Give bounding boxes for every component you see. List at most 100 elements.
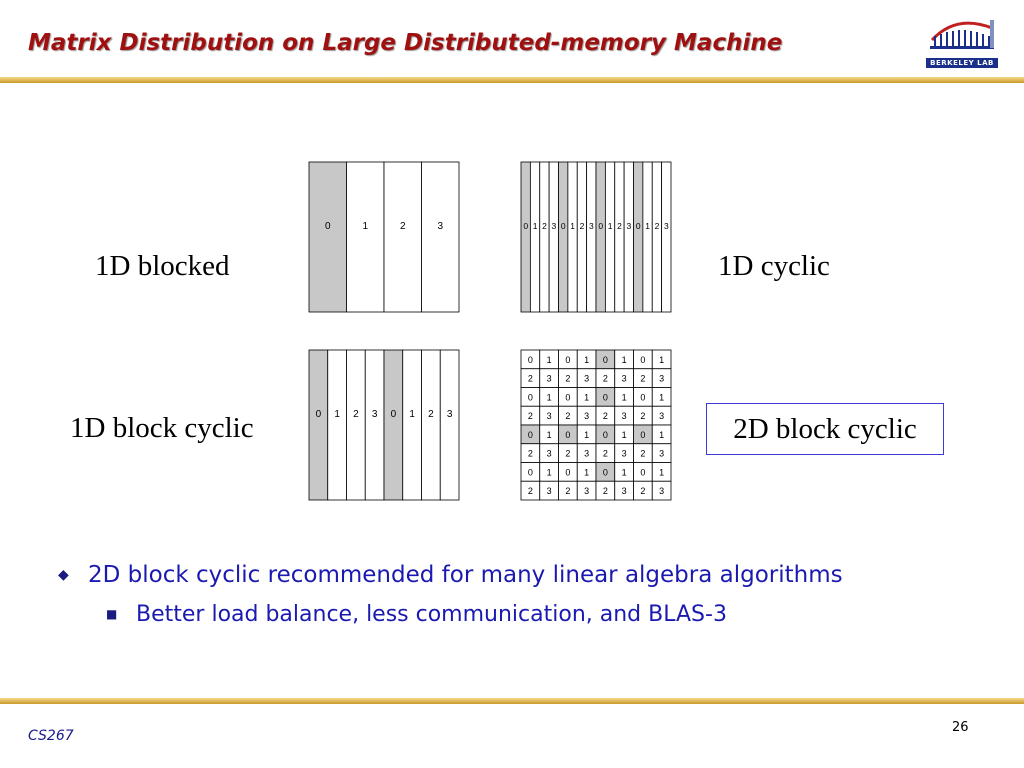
- grid-cell-label: 1: [547, 467, 552, 477]
- cyclic-column-label: 0: [523, 221, 528, 231]
- cyclic-column: [651, 161, 663, 313]
- cyclic-column: [586, 161, 597, 313]
- label-2d-block-cyclic: 2D block cyclic: [706, 403, 944, 455]
- cyclic-column: [623, 161, 634, 313]
- grid-cell-label: 1: [547, 392, 552, 402]
- block-cyclic-column-label: 0: [316, 409, 322, 420]
- bullet-item: ◆2D block cyclic recommended for many li…: [58, 562, 843, 588]
- cyclic-column-label: 1: [645, 221, 650, 231]
- grid-cell-label: 2: [565, 374, 570, 384]
- grid-cell-label: 3: [584, 374, 589, 384]
- cyclic-column-label: 1: [570, 221, 575, 231]
- grid-cell-label: 1: [622, 355, 627, 365]
- block-cyclic-column-label: 3: [372, 409, 378, 420]
- block-cyclic-column: [402, 349, 422, 501]
- grid-cell-label: 0: [565, 355, 570, 365]
- cyclic-column-label: 3: [664, 221, 669, 231]
- cyclic-column: [633, 161, 644, 313]
- cyclic-column-label: 3: [589, 221, 594, 231]
- grid-cell-label: 2: [603, 374, 608, 384]
- grid-cell-label: 0: [640, 392, 645, 402]
- grid-cell-label: 2: [603, 411, 608, 421]
- cyclic-column-label: 0: [636, 221, 641, 231]
- grid-cell-label: 2: [565, 486, 570, 496]
- grid-cell-label: 0: [640, 355, 645, 365]
- grid-cell-label: 3: [547, 449, 552, 459]
- grid-cell-label: 0: [603, 355, 608, 365]
- footer-course: CS267: [28, 728, 74, 744]
- cyclic-column: [567, 161, 578, 313]
- grid-cell-label: 1: [659, 355, 664, 365]
- grid-cell-label: 3: [622, 374, 627, 384]
- cyclic-column: [520, 161, 531, 313]
- grid-cell: [651, 480, 672, 501]
- grid-cell-label: 1: [584, 467, 589, 477]
- grid-cell-label: 1: [659, 430, 664, 440]
- grid-cell-label: 3: [622, 486, 627, 496]
- cyclic-column: [558, 161, 569, 313]
- cyclic-column: [595, 161, 606, 313]
- blocked-column: [346, 161, 385, 313]
- page-number: 26: [952, 720, 969, 735]
- blocked-column-label: 1: [362, 221, 368, 232]
- block-cyclic-column-label: 2: [353, 409, 359, 420]
- grid-cell-label: 0: [528, 467, 533, 477]
- grid-cell-label: 1: [547, 430, 552, 440]
- blocked-column: [383, 161, 422, 313]
- block-cyclic-column-label: 2: [428, 409, 434, 420]
- block-cyclic-column: [421, 349, 441, 501]
- grid-cell-label: 2: [528, 449, 533, 459]
- sub-bullet-text: Better load balance, less communication,…: [136, 602, 727, 627]
- cyclic-column-label: 1: [533, 221, 538, 231]
- block-cyclic-column: [327, 349, 347, 501]
- grid-cell-label: 2: [640, 486, 645, 496]
- block-cyclic-column: [346, 349, 366, 501]
- grid-cell-label: 1: [659, 392, 664, 402]
- block-cyclic-column-label: 0: [391, 409, 397, 420]
- grid-cell-label: 0: [565, 430, 570, 440]
- slide-title: Matrix Distribution on Large Distributed…: [28, 30, 783, 56]
- grid-cell-label: 2: [640, 374, 645, 384]
- block-cyclic-column-label: 1: [334, 409, 340, 420]
- grid-cell-label: 3: [622, 411, 627, 421]
- cyclic-column-label: 3: [551, 221, 556, 231]
- block-cyclic-column-label: 3: [447, 409, 453, 420]
- grid-cell-label: 0: [528, 355, 533, 365]
- grid-cell-label: 2: [603, 449, 608, 459]
- grid-cell-label: 3: [659, 411, 664, 421]
- grid-cell-label: 2: [528, 411, 533, 421]
- grid-cell-label: 1: [584, 430, 589, 440]
- cyclic-column-label: 2: [542, 221, 547, 231]
- grid-cell-label: 2: [603, 486, 608, 496]
- grid-cell-label: 2: [565, 411, 570, 421]
- grid-cell-label: 0: [640, 430, 645, 440]
- grid-cell-label: 1: [584, 355, 589, 365]
- grid-cell-label: 2: [640, 411, 645, 421]
- block-cyclic-column: [439, 349, 460, 501]
- grid-cell-label: 0: [603, 467, 608, 477]
- grid-cell-label: 1: [622, 392, 627, 402]
- cyclic-column: [576, 161, 588, 313]
- grid-cell-label: 0: [565, 467, 570, 477]
- grid-cell-label: 2: [528, 486, 533, 496]
- grid-cell-label: 1: [547, 355, 552, 365]
- cyclic-column: [614, 161, 625, 313]
- grid-cell-label: 0: [603, 392, 608, 402]
- grid-cell-label: 1: [622, 430, 627, 440]
- grid-cell-label: 3: [659, 486, 664, 496]
- cyclic-column: [548, 161, 559, 313]
- grid-cell-label: 3: [584, 411, 589, 421]
- grid-cell-label: 3: [547, 374, 552, 384]
- grid-cell-label: 0: [528, 430, 533, 440]
- grid-cell-label: 3: [622, 449, 627, 459]
- cyclic-column: [661, 161, 672, 313]
- diamond-bullet-icon: ◆: [58, 567, 69, 583]
- blocked-column: [308, 161, 347, 313]
- block-cyclic-column-label: 1: [409, 409, 415, 420]
- cyclic-column: [539, 161, 550, 313]
- cyclic-column: [529, 161, 541, 313]
- grid-cell-label: 2: [565, 449, 570, 459]
- grid-cell-label: 0: [603, 430, 608, 440]
